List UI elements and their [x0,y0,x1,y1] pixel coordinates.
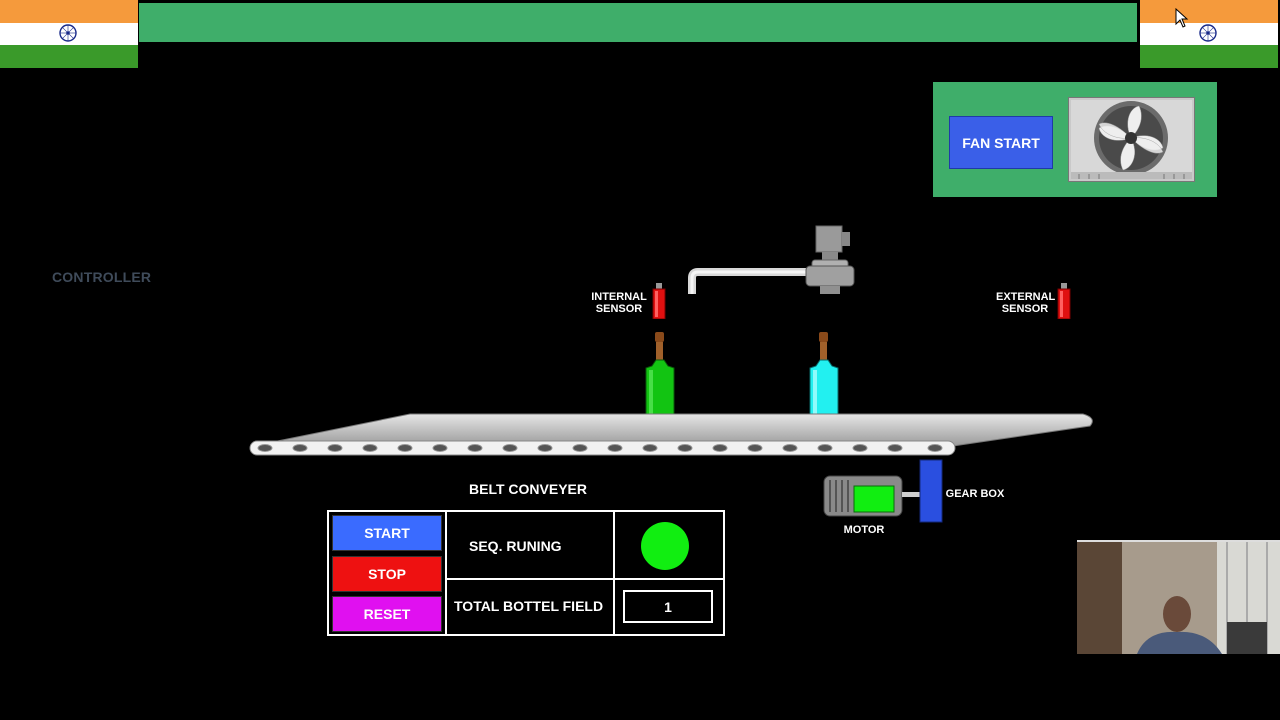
reset-button[interactable]: RESET [332,596,442,632]
control-panel: START STOP RESET [327,510,725,636]
total-bottle-count: 1 [623,590,713,623]
filling-valve [688,225,855,294]
motor-label: MOTOR [843,524,885,536]
header-bar [139,3,1137,42]
mouse-cursor-icon [1175,8,1189,28]
motor-gearbox [823,459,943,523]
chakra-icon [1199,24,1217,42]
internal-sensor-icon [652,283,666,319]
seq-running-label: SEQ. RUNING [469,538,562,554]
gear-box-label: GEAR BOX [945,488,1005,500]
external-sensor-label: EXTERNAL SENSOR [996,291,1056,315]
webcam-video [1077,542,1280,654]
green-bottle [645,332,675,427]
india-flag-right [1140,0,1278,68]
start-button[interactable]: START [332,515,442,551]
seq-running-indicator [641,522,689,570]
stop-button[interactable]: STOP [332,556,442,592]
fan-icon [1071,100,1192,179]
india-flag-left [0,0,138,68]
internal-sensor-label: INTERNAL SENSOR [591,291,647,315]
controller-label: CONTROLLER [52,269,152,285]
chakra-icon [59,24,77,42]
fan-start-button[interactable]: FAN START [949,116,1053,169]
webcam-overlay [1077,540,1280,654]
external-sensor-icon [1057,283,1071,319]
total-bottle-label: TOTAL BOTTEL FIELD [454,598,604,614]
belt-conveyor [249,413,1093,456]
cyan-bottle [809,332,839,427]
fan-unit [1068,97,1195,182]
belt-conveyor-label: BELT CONVEYER [469,481,587,497]
